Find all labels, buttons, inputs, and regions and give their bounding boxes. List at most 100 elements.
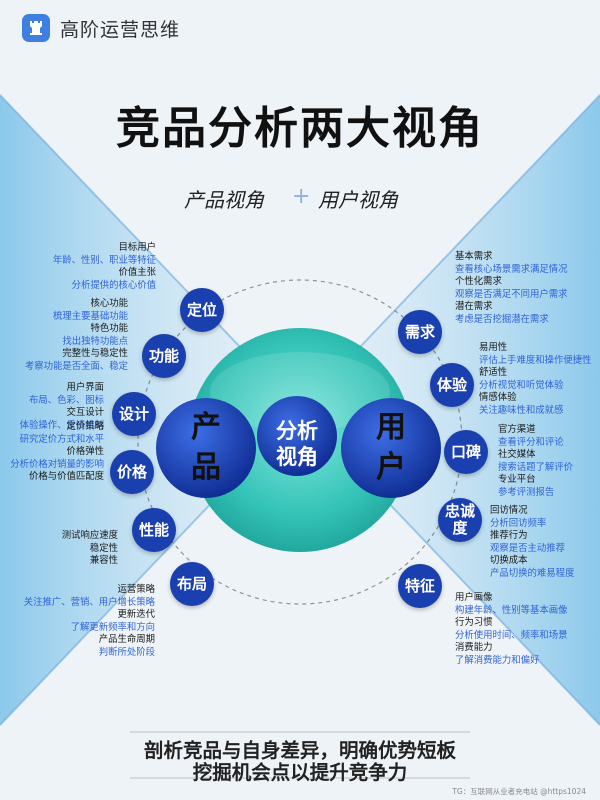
user-subitem-description: 分析回访频率 xyxy=(490,517,547,529)
product-subitem: 定价策略 xyxy=(66,421,104,432)
brand-name: 高阶运营思维 xyxy=(60,18,181,41)
product-subitem: 测试响应速度 xyxy=(61,530,118,541)
plus-icon: + xyxy=(292,184,311,209)
product-category-定位: 定位 xyxy=(180,288,224,332)
product-category-性能: 性能 xyxy=(132,508,176,552)
user-subitem-description: 观察是否满足不同用户需求 xyxy=(455,288,568,300)
center-user-char: 用 xyxy=(376,410,406,445)
user-subitem-description: 关注趣味性和成就感 xyxy=(479,404,564,416)
subtitle-user-view: 用户视角 xyxy=(318,188,398,212)
user-detail-block: 官方渠道查看评分和评论社交媒体搜索话题了解评价专业平台参考评测报告 xyxy=(498,424,573,499)
product-subitem-description: 年龄、性别、职业等特征 xyxy=(52,254,156,266)
user-subitem: 行为习惯 xyxy=(455,617,493,628)
user-subitem-description: 分析使用时间、频率和场景 xyxy=(455,629,568,641)
user-subitem-description: 构建年龄、性别等基本画像 xyxy=(455,604,568,616)
product-subitem: 兼容性 xyxy=(89,555,118,566)
user-subitem: 潜在需求 xyxy=(455,301,493,312)
user-subitem: 基本需求 xyxy=(455,251,493,262)
center-product-label: 产 品 xyxy=(181,408,231,488)
product-subitem-description: 体验操作、反馈机制 xyxy=(19,419,104,431)
user-subitem: 回访情况 xyxy=(490,505,528,516)
product-subitem-description: 梳理主要基础功能 xyxy=(52,310,128,322)
center-analysis-line: 分析 xyxy=(276,419,318,443)
product-category-价格: 价格 xyxy=(110,450,154,494)
user-subitem: 官方渠道 xyxy=(498,424,536,435)
product-subitem: 稳定性 xyxy=(89,542,118,554)
product-subitem: 运营策略 xyxy=(117,584,155,595)
product-subitem: 价格与价值匹配度 xyxy=(28,471,104,482)
product-subitem: 价值主张 xyxy=(118,267,156,278)
product-subitem-description: 研究定价方式和水平 xyxy=(19,433,104,445)
user-subitem: 易用性 xyxy=(479,342,508,353)
product-detail-block: 定价策略研究定价方式和水平价格弹性分析价格对销量的影响价格与价值匹配度 xyxy=(10,421,104,484)
user-detail-block: 基本需求查看核心场景需求满足情况个性化需求观察是否满足不同用户需求潜在需求考虑是… xyxy=(455,251,568,326)
user-category-特征: 特征 xyxy=(398,564,442,608)
credit-text: TG：互联网从业者充电站 @https1024 xyxy=(452,787,586,796)
user-subitem-description: 参考评测报告 xyxy=(498,486,555,498)
user-subitem: 个性化需求 xyxy=(455,276,502,287)
product-category-功能: 功能 xyxy=(142,334,186,378)
rook-icon xyxy=(22,14,50,42)
product-subitem: 产品生命周期 xyxy=(98,634,155,645)
product-detail-block: 核心功能梳理主要基础功能特色功能找出独特功能点完整性与稳定性考察功能是否全面、稳… xyxy=(25,298,128,373)
product-detail-block: 运营策略关注推广、营销、用户增长策略更新迭代了解更新频率和方向产品生命周期判断所… xyxy=(24,584,155,659)
user-subitem-description: 了解消费能力和偏好 xyxy=(455,654,540,666)
user-subitem-description: 搜索话题了解评价 xyxy=(498,461,574,473)
product-subitem: 特色功能 xyxy=(90,323,128,334)
user-detail-block: 回访情况分析回访频率推荐行为观察是否主动推荐切换成本产品切换的难易程度 xyxy=(490,505,574,580)
product-subitem-description: 布局、色彩、图标 xyxy=(28,394,104,406)
brand: 高阶运营思维 xyxy=(22,14,180,42)
user-subitem: 社交媒体 xyxy=(498,449,536,460)
product-subitem-description: 分析提供的核心价值 xyxy=(71,279,156,291)
footer-line-1: 剖析竞品与自身差异，明确优势短板 xyxy=(143,739,456,762)
user-category-需求: 需求 xyxy=(398,310,442,354)
user-subitem-description: 考虑是否挖掘潜在需求 xyxy=(455,313,549,325)
product-subitem: 交互设计 xyxy=(66,407,104,418)
product-subitem-description: 判断所处阶段 xyxy=(98,646,155,658)
page-title: 竞品分析两大视角 xyxy=(116,103,484,154)
center-analysis-line: 视角 xyxy=(276,445,318,469)
product-category-布局: 布局 xyxy=(170,562,214,606)
user-subitem: 消费能力 xyxy=(455,642,493,653)
user-subitem-description: 观察是否主动推荐 xyxy=(490,542,566,554)
user-subitem: 舒适性 xyxy=(479,367,508,378)
user-subitem-description: 查看评分和评论 xyxy=(498,436,564,448)
product-detail-block: 测试响应速度稳定性兼容性 xyxy=(62,530,118,568)
user-category-忠诚度: 忠诚度 xyxy=(438,498,482,542)
product-subitem-description: 找出独特功能点 xyxy=(62,335,128,347)
product-category-设计: 设计 xyxy=(112,392,156,436)
product-detail-block: 目标用户年龄、性别、职业等特征价值主张分析提供的核心价值 xyxy=(53,242,156,292)
user-subitem-description: 产品切换的难易程度 xyxy=(490,567,575,579)
user-subitem: 情感体验 xyxy=(479,392,517,403)
product-subitem: 用户界面 xyxy=(66,382,104,393)
user-category-体验: 体验 xyxy=(430,363,474,407)
product-subitem: 目标用户 xyxy=(118,242,156,253)
product-subitem: 核心功能 xyxy=(90,298,128,309)
user-subitem-description: 查看核心场景需求满足情况 xyxy=(455,263,568,275)
center-user-char: 户 xyxy=(376,450,406,485)
product-detail-block: 用户界面布局、色彩、图标交互设计体验操作、反馈机制 xyxy=(20,382,104,432)
user-detail-block: 易用性评估上手难度和操作便捷性舒适性分析视觉和听觉体验情感体验关注趣味性和成就感 xyxy=(479,342,592,417)
product-subitem-description: 了解更新频率和方向 xyxy=(70,621,155,633)
product-subitem-description: 考察功能是否全面、稳定 xyxy=(24,360,128,372)
product-subitem-description: 分析价格对销量的影响 xyxy=(10,458,104,470)
footer-line-2: 挖掘机会点以提升竞争力 xyxy=(192,761,408,784)
product-subitem-description: 关注推广、营销、用户增长策略 xyxy=(23,596,155,608)
center-product-char: 品 xyxy=(191,450,221,485)
user-category-口碑: 口碑 xyxy=(444,430,488,474)
product-subitem: 完整性与稳定性 xyxy=(62,348,128,359)
user-subitem: 用户画像 xyxy=(455,592,493,603)
center-user-label: 用 户 xyxy=(366,408,416,488)
center-product-char: 产 xyxy=(191,410,221,445)
user-subitem: 推荐行为 xyxy=(490,530,528,541)
user-detail-block: 用户画像构建年龄、性别等基本画像行为习惯分析使用时间、频率和场景消费能力了解消费… xyxy=(455,592,568,667)
user-subitem: 专业平台 xyxy=(498,474,536,485)
center-analysis-label: 分析 视角 xyxy=(257,418,337,470)
subtitle-product-view: 产品视角 xyxy=(184,188,264,212)
product-subitem: 更新迭代 xyxy=(117,609,155,620)
user-subitem-description: 评估上手难度和操作便捷性 xyxy=(479,354,592,366)
user-subitem-description: 分析视觉和听觉体验 xyxy=(479,379,564,391)
product-subitem: 价格弹性 xyxy=(66,446,104,457)
user-subitem: 切换成本 xyxy=(490,555,528,566)
